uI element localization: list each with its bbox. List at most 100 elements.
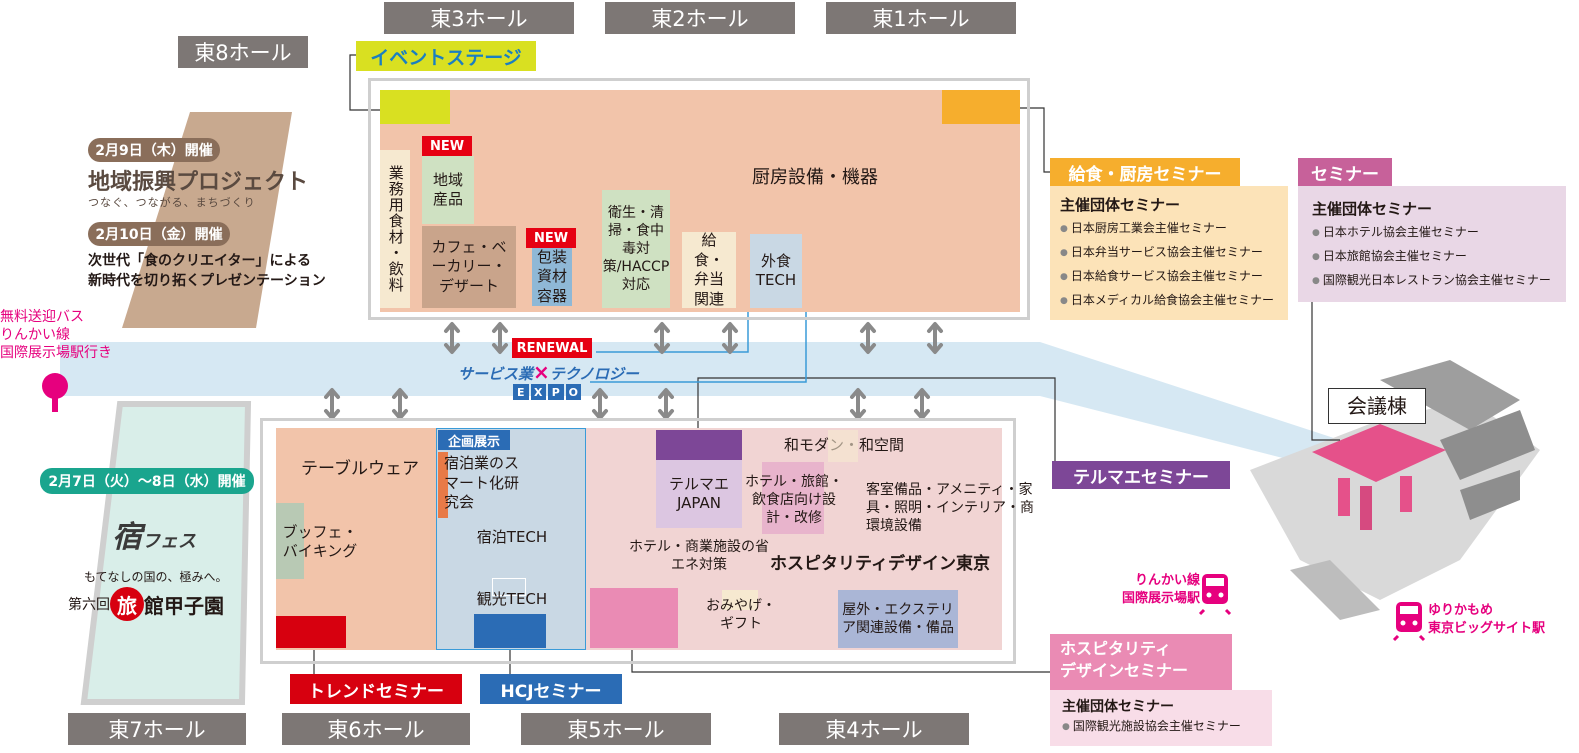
energy-booth[interactable]: ホテル・商業施設の省エネ対策 (629, 538, 769, 573)
hosp-seminar-panel: 主催団体セミナー 国際観光施設協会主催セミナー (1050, 690, 1272, 746)
hall-east3: 東3ホール (384, 2, 574, 34)
event-stage-block[interactable] (380, 90, 450, 124)
left-panel-upper (122, 112, 292, 328)
lodging-tech-booth[interactable]: 宿泊TECH (476, 528, 548, 547)
yado-fes-kanji: 宿 (112, 520, 142, 555)
tourism-tech-small-block (492, 578, 526, 596)
smart-lodging-booth[interactable]: 宿泊業のスマート化研究会 (444, 454, 520, 511)
conference-block-3 (1460, 470, 1520, 520)
new-badge-2: NEW (526, 228, 576, 248)
seminar-panel: 主催団体セミナー 日本ホテル協会主催セミナー 日本旅館協会主催セミナー 国際観光… (1298, 186, 1566, 302)
expo-logo[interactable]: サービス業×テクノロジー (458, 360, 639, 384)
bus-stop-pin-stem (52, 396, 58, 412)
event-stage-label[interactable]: イベントステージ (356, 41, 536, 71)
expo-title-left: サービス業 (458, 365, 534, 383)
thermae-stage-block[interactable] (656, 430, 742, 460)
ryokan-slogan: もてなしの国の、極みへ。 (84, 570, 228, 584)
hospitality-design-booth[interactable]: ホスピタリティデザイン東京 (770, 553, 990, 574)
hygiene-booth[interactable]: 衛生・清掃・食中毒対策/HACCP対応 (602, 190, 670, 308)
hall-east1: 東1ホール (826, 2, 1016, 34)
expo-title-right: テクノロジー (549, 365, 639, 383)
foodservice-tech-booth[interactable]: 外食TECH (750, 234, 802, 308)
hcj-seminar-title[interactable]: HCJセミナー (480, 674, 622, 704)
passage-arrows (324, 322, 943, 420)
yurikamome-station: 東京ビッグサイト駅 (1428, 621, 1546, 637)
tourism-tech-booth[interactable]: 観光TECH (476, 590, 548, 609)
cafe-bakery-booth[interactable]: カフェ・ベーカリー・デザート (422, 226, 516, 308)
thermae-japan-booth[interactable]: テルマエJAPAN (656, 460, 742, 528)
kyushoku-item: 日本弁当サービス協会主催セミナー (1060, 241, 1280, 265)
rinkai-station-label: りんかい線 国際展示場駅 (1104, 572, 1200, 612)
kyushoku-item: 日本給食サービス協会主催セミナー (1060, 265, 1280, 289)
kyushoku-stage-block[interactable] (942, 90, 1020, 124)
shuttle-line-3: 国際展示場駅行き (0, 345, 112, 361)
expo-cross: × (533, 360, 550, 384)
seminar-item: 国際観光日本レストラン協会主催セミナー (1312, 269, 1558, 293)
yado-fes-logo[interactable]: 宿フェス (112, 512, 232, 555)
exterior-extension (838, 590, 988, 620)
conference-stairs (1290, 560, 1380, 620)
seminar-host-label: 主催団体セミナー (1312, 200, 1433, 218)
thermae-seminar-title[interactable]: テルマエセミナー (1052, 461, 1230, 489)
kyushoku-item: 日本厨房工業会主催セミナー (1060, 217, 1280, 241)
kyushoku-item: 日本メディカル給食協会主催セミナー (1060, 289, 1280, 313)
yurikamome-station-label: ゆりかもめ 東京ビッグサイト駅 (1428, 602, 1568, 642)
hosp-seminar-title[interactable]: ホスピタリティ デザインセミナー (1050, 634, 1232, 690)
hcj-stage-block[interactable] (474, 614, 546, 648)
souvenir-booth[interactable]: おみやげ・ギフト (706, 597, 776, 632)
kitchen-equipment-booth[interactable]: 厨房設備・機器 (752, 167, 878, 189)
creator-line-1: 次世代「食のクリエイター」による (88, 253, 312, 269)
expo-letter-o: O (565, 384, 581, 400)
catering-booth[interactable]: 給食・弁当関連 (682, 231, 736, 308)
hall-east8: 東8ホール (178, 36, 308, 68)
date-badge-2: 2月10日（金）開催 (88, 222, 230, 246)
trend-stage-block[interactable] (276, 616, 346, 648)
smart-lodging-color-block (438, 452, 448, 518)
hall-east5: 東5ホール (521, 713, 711, 745)
buffet-booth[interactable]: ブッフェ・バイキング (282, 522, 358, 561)
planning-exhibit-badge: 企画展示 (438, 430, 510, 450)
left-panel-lower (80, 401, 252, 705)
hosp-title-line-2: デザインセミナー (1060, 660, 1189, 680)
kyushoku-seminar-title[interactable]: 給食・厨房セミナー (1050, 158, 1240, 186)
ryokan-koshien-logo[interactable]: 第六回 旅 館甲子園 (68, 586, 258, 622)
kyushoku-host-label: 主催団体セミナー (1060, 196, 1181, 214)
trend-seminar-title[interactable]: トレンドセミナー (290, 674, 462, 704)
hotel-shop-booth[interactable]: ホテル・旅館・飲食店向け設計・改修 (745, 473, 843, 527)
hotel-shop-color-block (762, 462, 824, 534)
room-goods-booth[interactable]: 客室備品・アメニティ・家具・照明・インテリア・商環境設備 (866, 481, 1034, 535)
packaging-booth[interactable]: 包装資材容器 (532, 248, 572, 306)
lower-hall-frame (260, 418, 1016, 664)
date-badge-1: 2月9日（木）開催 (88, 138, 220, 162)
business-food-booth[interactable]: 業務用食材・飲料 (380, 150, 410, 308)
buffet-color-block (276, 503, 304, 579)
expo-letters: E X P O (513, 384, 581, 400)
creator-line-2: 新時代を切り拓くプレゼンテーション (88, 273, 326, 289)
seminar-item: 日本ホテル協会主催セミナー (1312, 221, 1558, 245)
conference-leg-3 (1400, 476, 1412, 512)
hosp-host-label: 主催団体セミナー (1062, 699, 1174, 715)
corridor (60, 342, 1340, 470)
conference-leg-1 (1338, 478, 1350, 516)
hall-east2: 東2ホール (605, 2, 795, 34)
conference-leg-2 (1360, 486, 1372, 530)
seminar-title[interactable]: セミナー (1298, 158, 1392, 186)
hall-east4: 東4ホール (779, 713, 969, 745)
rinkai-station: 国際展示場駅 (1121, 591, 1200, 607)
expo-letter-p: P (548, 384, 564, 400)
exterior-booth[interactable]: 屋外・エクステリア関連設備・備品 (838, 590, 958, 648)
renewal-badge: RENEWAL (512, 338, 592, 358)
upper-hall-frame (368, 78, 1030, 320)
conference-block-1 (1380, 360, 1520, 430)
expo-letter-e: E (513, 384, 529, 400)
shuttle-line-1: 無料送迎バス (0, 309, 84, 325)
date-badge-3: 2月7日（火）～8日（水）開催 (40, 468, 254, 494)
ryokan-prefix: 第六回 (68, 597, 110, 613)
local-products-booth[interactable]: 地域産品 (422, 156, 474, 224)
lower-hall-expo-floor (436, 428, 586, 650)
seminar-item: 日本旅館協会主催セミナー (1312, 245, 1558, 269)
ryokan-red-char: 旅 (110, 587, 144, 621)
conference-building-label[interactable]: 会議棟 (1328, 388, 1426, 424)
tableware-booth[interactable]: テーブルウェア (301, 458, 419, 479)
hosp-stage-block[interactable] (590, 588, 678, 648)
